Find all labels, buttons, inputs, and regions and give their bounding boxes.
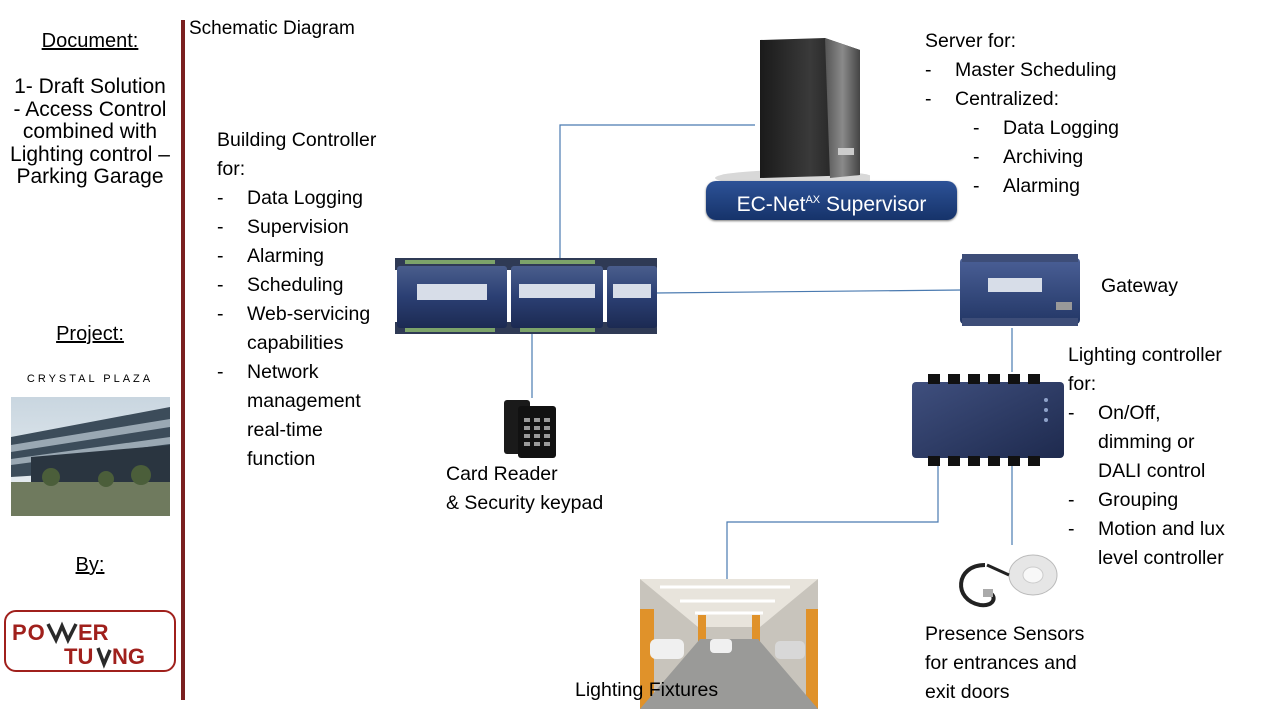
lighting-fixtures-label: Lighting Fixtures (575, 679, 719, 701)
controller-item: Network management real-time function (217, 358, 387, 474)
gateway-device (960, 252, 1084, 330)
presence-sensors-line2: for entrances and (925, 652, 1077, 674)
controller-item: Supervision (217, 213, 392, 242)
lighting-item: Grouping (1068, 486, 1258, 515)
document-title: 1- Draft Solution - Access Control combi… (10, 75, 170, 188)
company-logo: PO ER TU NG (4, 610, 176, 672)
gateway-label: Gateway (1101, 275, 1178, 297)
building-controller-heading: Building Controller (217, 129, 377, 151)
server-description: Server for: Master Scheduling Centralize… (925, 27, 1119, 201)
presence-sensors-label: Presence Sensors for entrances and exit … (925, 620, 1084, 707)
lighting-controller-device (908, 370, 1068, 468)
server-item: Centralized: (925, 85, 1119, 114)
building-controller-device (395, 252, 660, 340)
building-controller-description: Building Controller for: Data Logging Su… (217, 126, 417, 474)
controller-item: Web-servicing capabilities (217, 300, 387, 358)
line-lighting-controller-to-fixtures (726, 465, 939, 580)
controller-item: Data Logging (217, 184, 392, 213)
svg-text:PO: PO (12, 620, 46, 645)
lighting-controller-heading-for: for: (1068, 373, 1097, 395)
server-item: Master Scheduling (925, 56, 1119, 85)
project-logo-text: CRYSTAL PLAZA (26, 373, 154, 385)
by-label: By: (75, 554, 105, 576)
ec-net-supervisor-badge: EC-NetAX Supervisor (706, 181, 957, 220)
document-label: Document: (41, 30, 139, 52)
server-heading: Server for: (925, 30, 1017, 52)
card-reader-label: Card Reader & Security keypad (446, 460, 603, 518)
presence-sensors-line1: Presence Sensors (925, 623, 1085, 645)
controller-item: Scheduling (217, 271, 392, 300)
lighting-item: Motion and lux level controller (1068, 515, 1258, 573)
card-reader-device (502, 398, 560, 460)
building-controller-heading-for: for: (217, 158, 246, 180)
svg-text:ER: ER (78, 620, 109, 645)
lighting-item: On/Off, dimming or DALI control (1068, 399, 1233, 486)
sidebar-divider (181, 20, 185, 700)
card-reader-label-line2: & Security keypad (446, 492, 604, 514)
server-subitem: Data Logging (973, 114, 1119, 143)
server-subitem: Archiving (973, 143, 1119, 172)
line-controller-to-gateway (654, 289, 963, 294)
lighting-fixtures-photo (640, 579, 818, 709)
lighting-controller-heading: Lighting controller (1068, 344, 1222, 366)
controller-item: Alarming (217, 242, 392, 271)
company-logo-graphic: PO ER TU NG (12, 620, 145, 669)
presence-sensors-line3: exit doors (925, 681, 1010, 703)
svg-text:TU: TU (64, 644, 93, 669)
server-subitem: Alarming (973, 172, 1119, 201)
project-building-image (11, 397, 170, 516)
project-label: Project: (56, 323, 124, 345)
presence-sensor-device (955, 545, 1065, 615)
diagram-title: Schematic Diagram (189, 18, 355, 39)
lighting-controller-description: Lighting controller for: On/Off, dimming… (1068, 341, 1268, 573)
card-reader-label-line1: Card Reader (446, 463, 558, 485)
line-server-to-controller (559, 124, 755, 258)
server-tower (700, 30, 870, 185)
svg-text:NG: NG (112, 644, 145, 669)
